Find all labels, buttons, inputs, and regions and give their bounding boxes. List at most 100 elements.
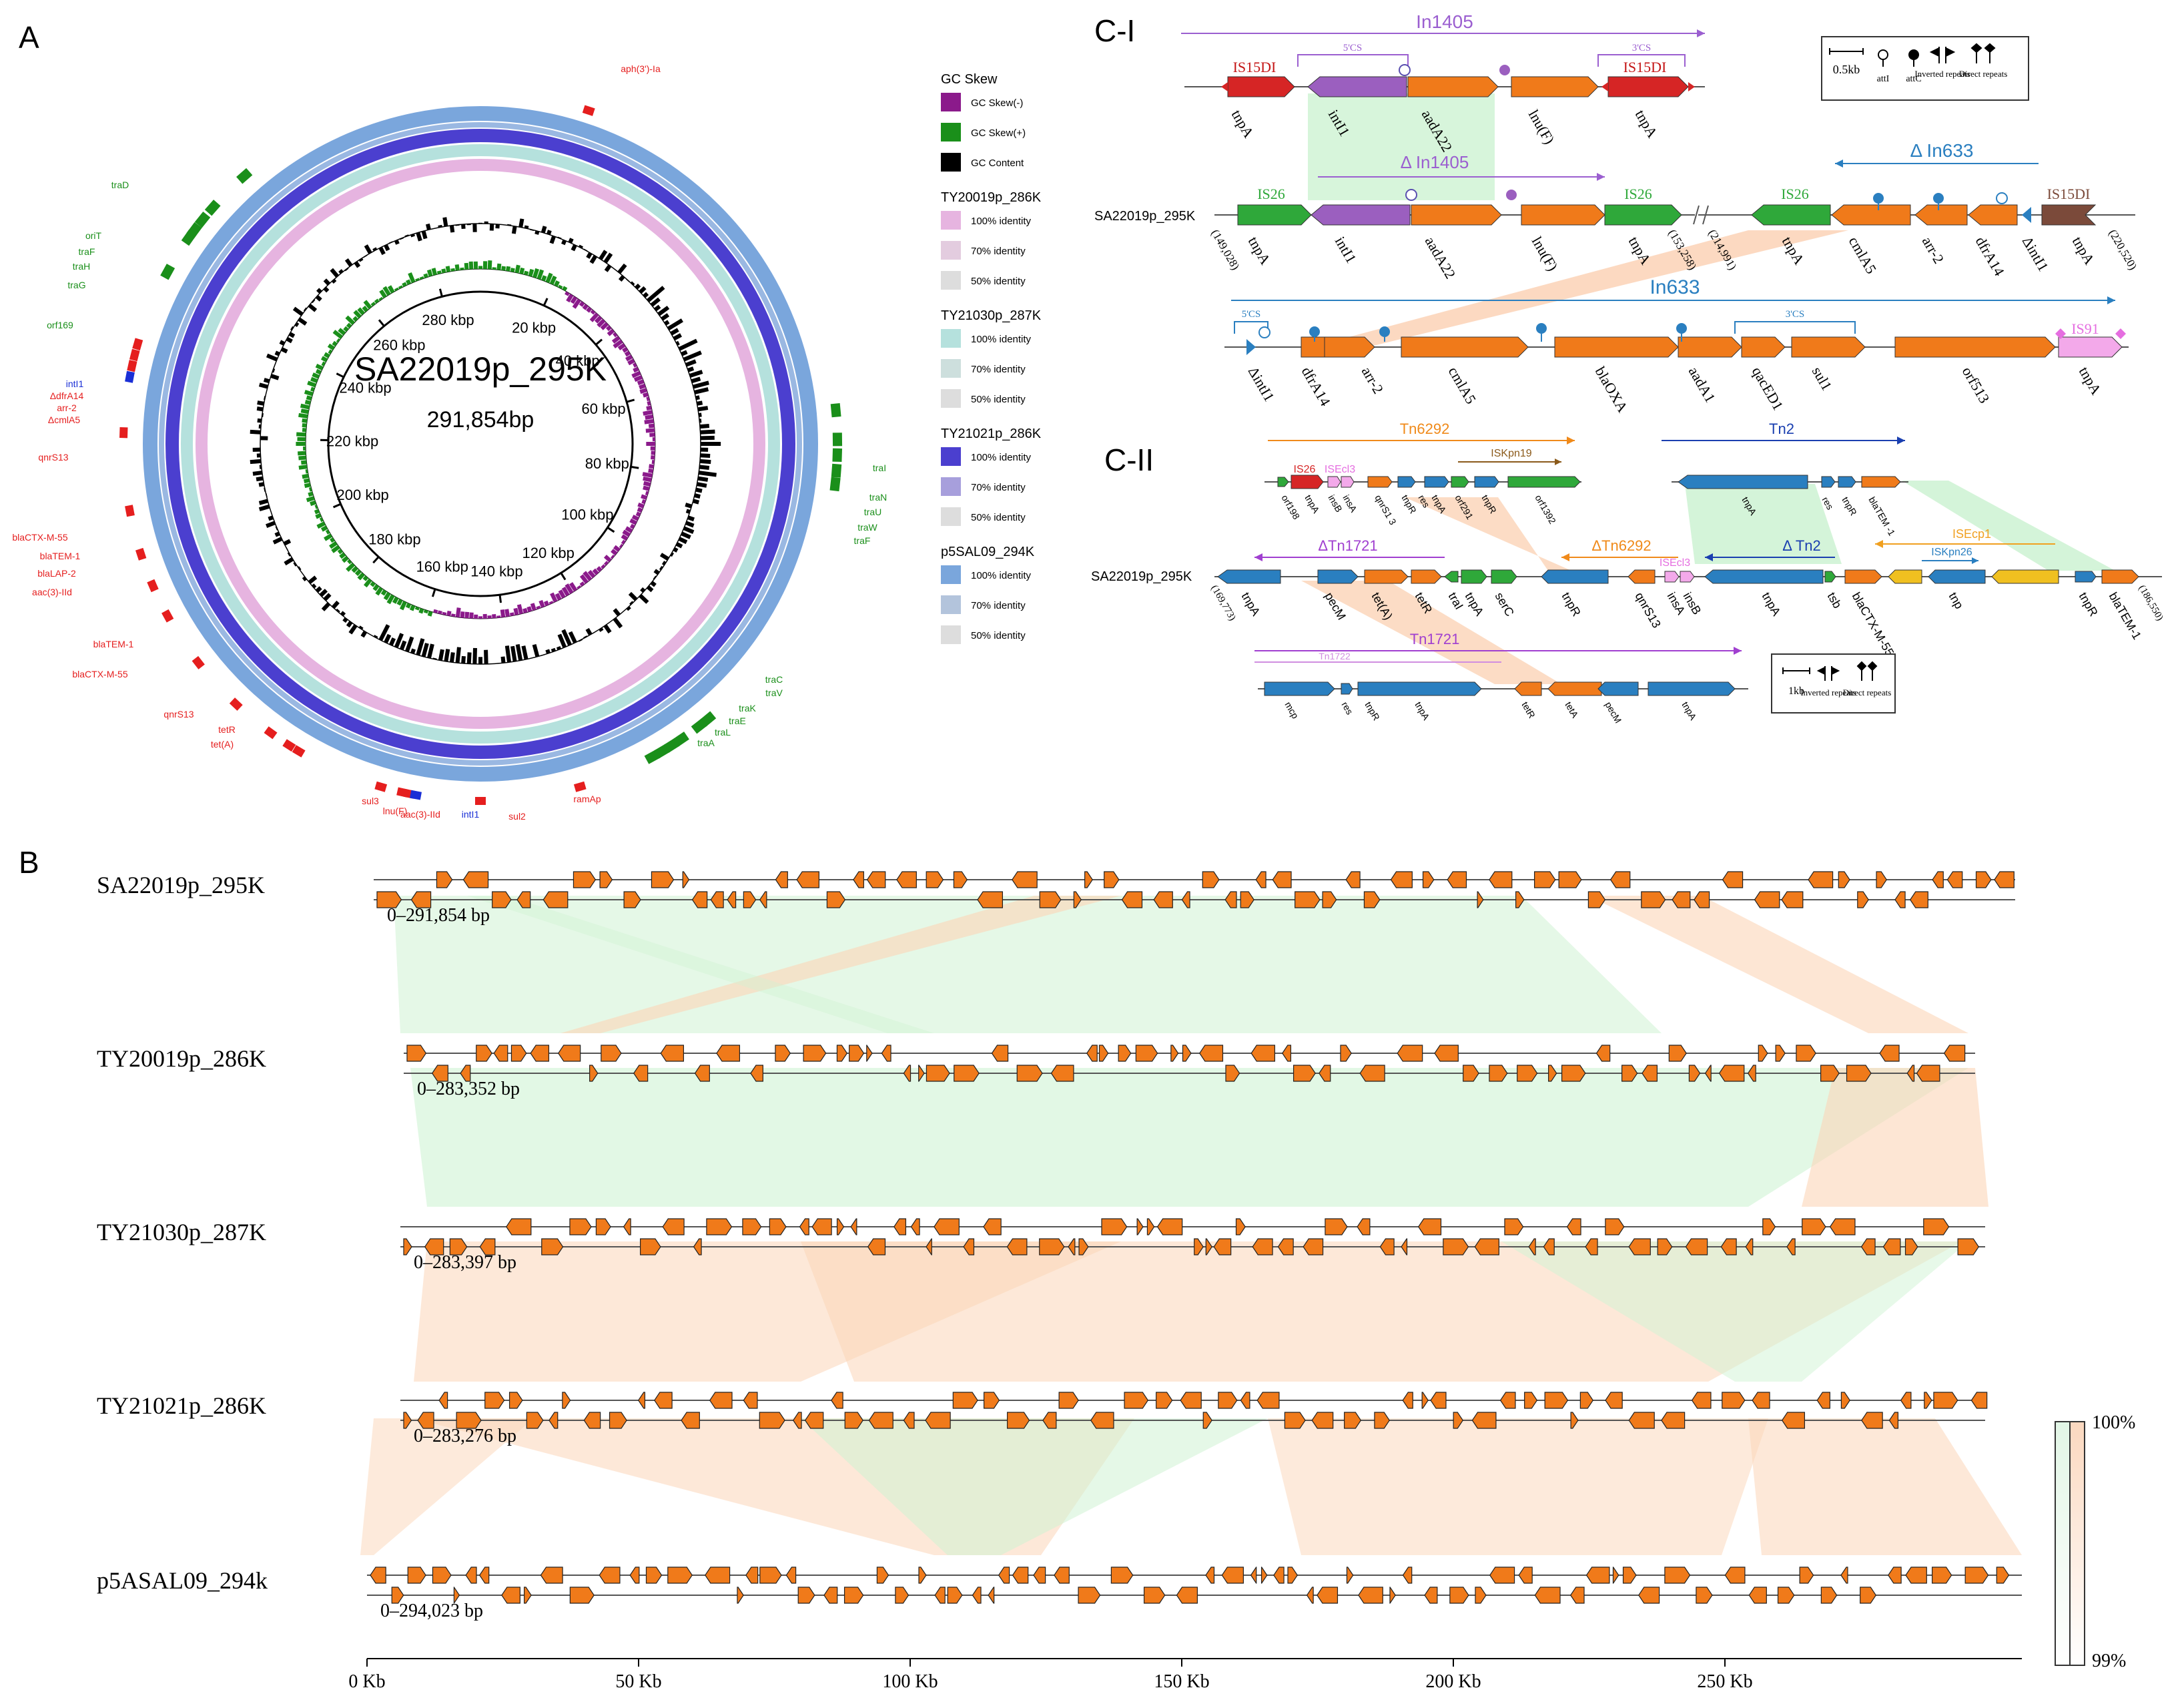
gene-arrow xyxy=(530,1045,550,1062)
resistance-gene-mark xyxy=(125,370,135,383)
gc-skew-pos-bar xyxy=(304,483,311,489)
gc-content-bar xyxy=(461,224,466,230)
gene-arrow xyxy=(1255,871,1266,888)
legend-item-label: 100% identity xyxy=(971,570,1032,581)
gene-arrow xyxy=(654,1392,673,1409)
circle-tick xyxy=(631,465,639,469)
gene-arrow xyxy=(1799,1567,1814,1584)
gene-arrow xyxy=(640,1238,661,1255)
gc-skew-pos-bar xyxy=(353,310,362,319)
gene-arrow xyxy=(1340,1045,1352,1062)
gc-content-bar xyxy=(405,636,414,653)
gene-arrow xyxy=(1250,1045,1275,1062)
gc-content-bar xyxy=(319,589,328,597)
gc-skew-pos-bar xyxy=(310,386,315,392)
gc-skew-pos-bar xyxy=(324,533,333,541)
gc-skew-neg-bar xyxy=(446,610,452,617)
resistance-gene-label: ramAp xyxy=(573,794,601,804)
gc-content-bar xyxy=(604,264,612,272)
gc-skew-pos-bar xyxy=(468,261,474,270)
gene-arrow xyxy=(709,1392,733,1409)
gene-arrow xyxy=(1471,1412,1497,1429)
gc-skew-neg-bar xyxy=(579,301,585,307)
circle-size: 291,854bp xyxy=(427,407,534,433)
gene-arrow xyxy=(1820,1065,1840,1082)
gene-arrow xyxy=(1042,1412,1057,1429)
gene-arrow xyxy=(1252,1238,1273,1255)
transfer-gene-mark xyxy=(160,264,175,280)
legend-item-label: GC Skew(-) xyxy=(971,97,1023,109)
gc-content-bar xyxy=(653,575,657,580)
axis-tick-label: 250 Kb xyxy=(1697,1671,1752,1692)
gc-content-bar xyxy=(416,232,422,242)
gc-content-bar xyxy=(697,476,709,482)
gc-skew-neg-bar xyxy=(624,350,631,357)
gene-arrow xyxy=(1724,1567,1746,1584)
gc-content-bar xyxy=(626,606,631,611)
gc-skew-pos-bar xyxy=(496,263,502,270)
gc-skew-pos-bar xyxy=(362,575,369,581)
gene-arrow xyxy=(599,1567,621,1584)
gc-skew-neg-bar xyxy=(538,599,545,608)
gc-content-bar xyxy=(603,252,613,264)
axis-tick-label: 150 Kb xyxy=(1154,1671,1209,1692)
cii-r3-tetr: tetR xyxy=(1519,700,1537,720)
gene-arrow xyxy=(1718,1065,1745,1082)
circle-tick xyxy=(560,572,567,581)
axis-tick-label: 200 Kb xyxy=(1425,1671,1481,1692)
gene-arrow xyxy=(1786,1238,1796,1255)
gc-skew-neg-bar xyxy=(622,346,629,353)
gene-arrow xyxy=(376,891,402,908)
gc-content-bar xyxy=(687,515,695,522)
gene-arrow xyxy=(542,891,569,908)
gc-skew-pos-bar xyxy=(308,491,314,497)
gene-arrow xyxy=(926,871,944,888)
gc-content-bar xyxy=(691,376,701,384)
gc-skew-pos-bar xyxy=(514,264,520,274)
legend-item-label: 70% identity xyxy=(971,482,1026,493)
gc-content-bar xyxy=(298,317,308,326)
gc-skew-neg-bar xyxy=(522,607,528,613)
cii-tn1721: Tn1721 xyxy=(1410,631,1460,647)
gc-skew-neg-bar xyxy=(644,418,655,424)
gene-arrow xyxy=(662,1218,685,1235)
gc-content-bar xyxy=(561,239,567,246)
ci-r3-cmla5: cmlA5 xyxy=(1445,364,1480,406)
gene-arrow xyxy=(1585,1238,1598,1255)
gc-skew-pos-bar xyxy=(519,267,525,274)
gc-content-bar xyxy=(696,400,703,406)
gene-arrow xyxy=(903,1065,912,1082)
gene-arrow xyxy=(453,1587,460,1604)
gc-content-bar xyxy=(256,476,264,482)
gene-arrow xyxy=(1039,1238,1065,1255)
gc-content-bar xyxy=(678,537,688,545)
resistance-gene-mark xyxy=(264,726,278,740)
gene-arrow xyxy=(1905,1567,1927,1584)
gene-arrow xyxy=(705,1567,731,1584)
gene-arrow xyxy=(484,1392,505,1409)
gene-arrow xyxy=(1293,1065,1316,1082)
gc-skew-pos-bar xyxy=(337,549,343,555)
gc-content-bar xyxy=(639,593,649,604)
gc-skew-pos-bar xyxy=(328,349,333,354)
gene-arrow xyxy=(667,1567,693,1584)
resistance-gene-label: ΔcmlA5 xyxy=(48,414,80,425)
gc-content-bar xyxy=(344,258,353,267)
gene-arrow xyxy=(465,1567,477,1584)
gene-arrow xyxy=(918,1065,925,1082)
ci-in633: In633 xyxy=(1650,276,1700,298)
gene-arrow xyxy=(710,891,724,908)
gc-skew-pos-bar xyxy=(372,584,380,591)
gc-skew-neg-bar xyxy=(621,534,629,541)
gc-content-bar xyxy=(678,338,698,351)
gc-skew-neg-bar xyxy=(643,410,653,416)
gc-content-bar xyxy=(331,278,337,284)
gene-arrow xyxy=(918,1567,927,1584)
gc-skew-neg-bar xyxy=(500,609,506,618)
gene-arrow xyxy=(811,1218,832,1235)
transfer-gene-label: traF xyxy=(854,535,871,546)
gc-skew-neg-bar xyxy=(460,611,465,618)
gc-content-bar xyxy=(699,459,711,465)
gene-arrow xyxy=(1098,1045,1109,1062)
gene-arrow xyxy=(1595,1045,1611,1062)
